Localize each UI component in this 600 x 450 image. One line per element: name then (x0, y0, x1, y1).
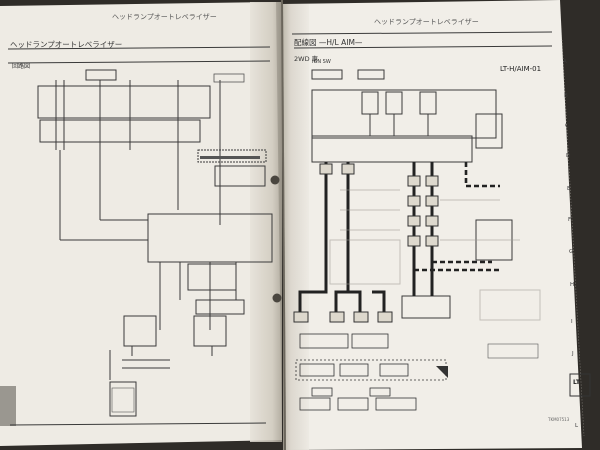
index-letter-b: B (564, 93, 568, 99)
left-running-head: ヘッドランプオートレベライザー (112, 13, 217, 21)
left-section-title: ヘッドランプオートレベライザー (10, 40, 123, 49)
fuse-label: IGN SW (312, 59, 331, 65)
index-tab-active: LT (573, 379, 580, 386)
variant-label: 2WD 車 (294, 55, 319, 63)
index-tab-active-box (569, 373, 591, 397)
left-diagram-label: 回路図 (12, 63, 31, 70)
left-corner-tab (0, 386, 16, 426)
left-page (0, 2, 282, 446)
index-letter-a: A (563, 59, 567, 65)
binder-hole-top (270, 175, 280, 185)
index-letter-g: G (569, 249, 574, 255)
index-letter-c: C (565, 123, 569, 129)
index-letter-e: E (567, 186, 571, 192)
index-letter-i: I (571, 319, 573, 325)
index-letter-h: H (570, 282, 575, 288)
index-letter-j: J (572, 351, 574, 357)
right-running-head: ヘッドランプオートレベライザー (374, 18, 479, 26)
bottom-code: TKM07513 (548, 417, 570, 422)
index-letter-l: L (575, 423, 579, 429)
binder-hole-bottom (272, 293, 282, 303)
index-letter-f: F (568, 217, 572, 223)
right-section-title: 配線図 —H/L AIM— (294, 38, 363, 47)
note-triangle-icon (436, 366, 448, 378)
diagram-code: LT-H/AIM-01 (500, 65, 542, 73)
index-letter-d: D (566, 153, 571, 159)
